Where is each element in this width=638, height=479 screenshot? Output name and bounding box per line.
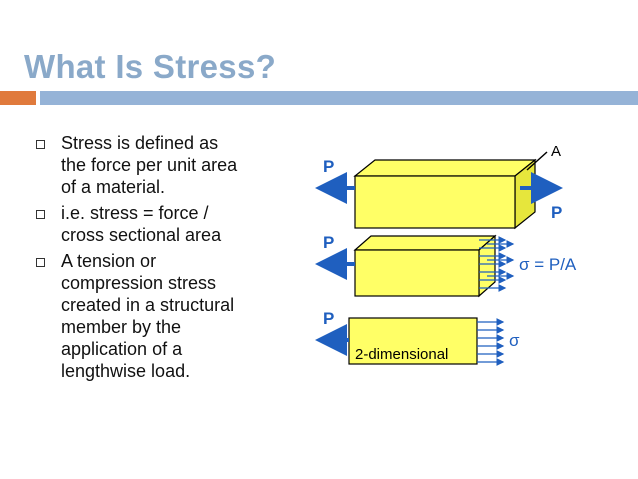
checkbox-bullet-icon	[36, 140, 45, 149]
force-label: P	[323, 233, 334, 252]
force-label: P	[323, 309, 334, 328]
two-dimensional-label: 2-dimensional	[355, 346, 448, 363]
bullet-text: A tension or compression stress created …	[61, 251, 235, 381]
bullet-text: i.e. stress = force / cross sectional ar…	[61, 203, 222, 245]
stress-formula-label: σ = P/A	[519, 255, 577, 274]
stress-arrows-3d	[479, 236, 515, 292]
section-block-3d	[353, 234, 497, 298]
bullet-list: Stress is defined as the force per unit …	[36, 132, 298, 386]
force-label: P	[551, 203, 562, 222]
area-pointer	[526, 151, 548, 171]
title-rule-accent	[0, 91, 36, 105]
force-label: P	[323, 157, 334, 176]
stress-diagram: P A P P σ = P/A P 2-dimensional σ	[315, 143, 577, 366]
tension-block-3d	[353, 158, 537, 230]
title-rule	[40, 91, 638, 105]
stress-arrows-2d	[477, 318, 505, 366]
area-label: A	[551, 143, 561, 160]
checkbox-bullet-icon	[36, 210, 45, 219]
sigma-label: σ	[509, 331, 520, 350]
two-dimensional-block	[348, 317, 478, 365]
bullet-item: Stress is defined as the force per unit …	[36, 132, 298, 198]
checkbox-bullet-icon	[36, 258, 45, 267]
bullet-item: A tension or compression stress created …	[36, 250, 298, 382]
bullet-text: Stress is defined as the force per unit …	[61, 133, 238, 197]
slide-title: What Is Stress?	[24, 48, 277, 85]
bullet-item: i.e. stress = force / cross sectional ar…	[36, 202, 298, 246]
